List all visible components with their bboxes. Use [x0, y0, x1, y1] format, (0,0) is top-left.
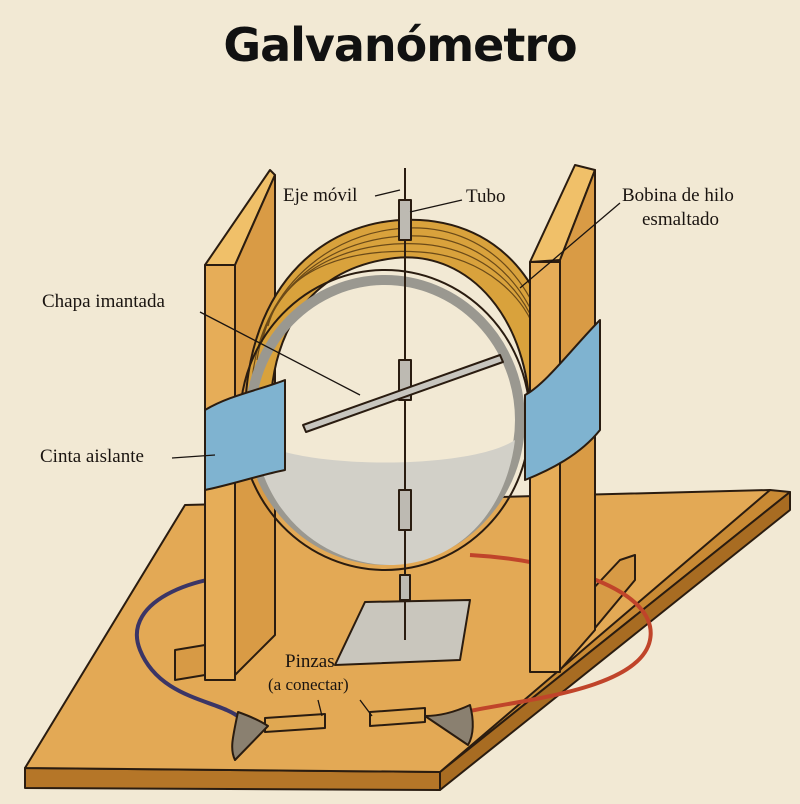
label-chapa-imantada: Chapa imantada: [42, 291, 165, 312]
page-title: Galvanómetro: [223, 18, 577, 72]
label-bobina-line2: esmaltado: [642, 209, 720, 230]
insulating-tape-right: [524, 319, 601, 481]
left-clip: [231, 711, 326, 761]
insulating-tape-left: [204, 379, 286, 491]
magnetized-plate: [302, 354, 504, 433]
right-clip: [369, 704, 474, 746]
label-cinta-aislante: Cinta aislante: [40, 446, 144, 467]
label-tubo: Tubo: [466, 186, 506, 207]
label-pinzas-line1: Pinzas: [285, 651, 335, 672]
label-eje-movil: Eje móvil: [283, 185, 358, 206]
leader-lines: [171, 189, 621, 717]
label-pinzas-line2: (a conectar): [268, 675, 349, 694]
bottom-plate: [334, 599, 471, 666]
label-bobina-line1: Bobina de hilo: [622, 185, 734, 206]
